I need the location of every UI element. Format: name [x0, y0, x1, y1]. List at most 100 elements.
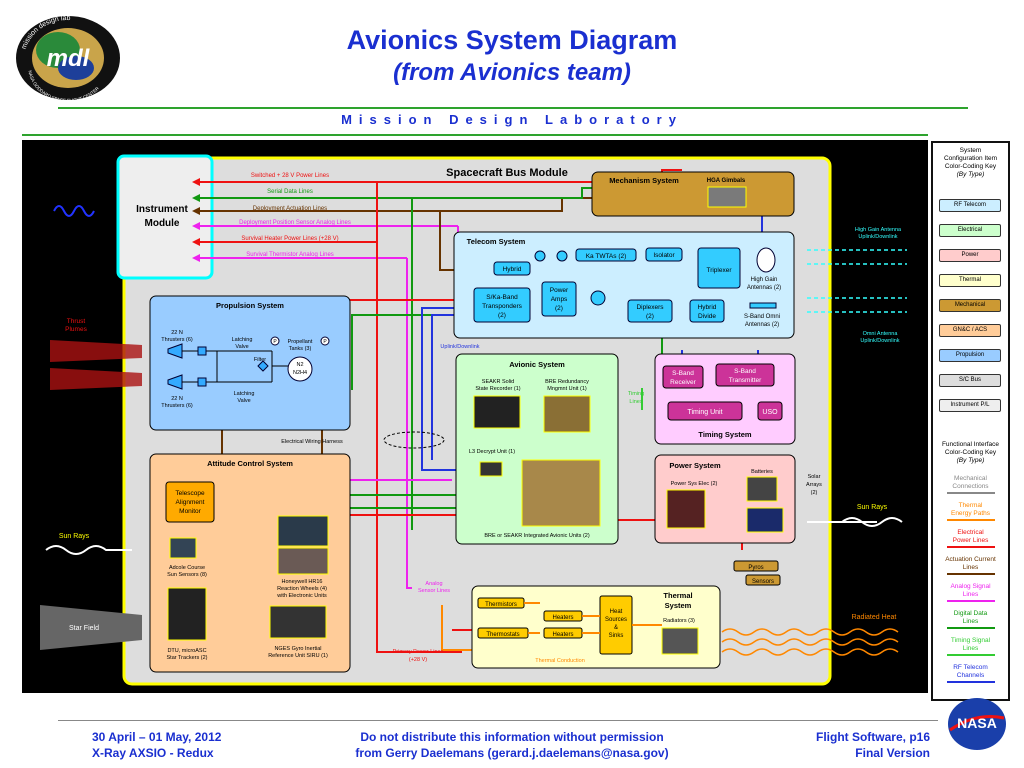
thermistors-label: Thermistors [485, 602, 517, 608]
legend-key-item: Electrical [939, 224, 1001, 237]
hybrid-divide-label-2: Divide [698, 313, 716, 320]
analog-label-2: Sensor Lines [418, 588, 450, 594]
p-label: P [273, 339, 277, 345]
footer-date: 30 April – 01 May, 2012 [92, 730, 222, 744]
solar-panel-photo [746, 507, 784, 533]
filter-label: Filter [254, 357, 266, 363]
wheels-label-2: Reaction Wheels (4) [277, 586, 327, 592]
thrusters-top-label-1: 22 N [171, 330, 183, 336]
dtu-label-1: DTU, microASC [167, 648, 206, 654]
sensors-box [745, 574, 781, 586]
batteries-photo [746, 476, 778, 502]
receiver-label-2: Receiver [670, 379, 696, 386]
legend-func-label: Digital Data [953, 610, 988, 617]
omni-label-1: S-Band Omni [744, 314, 780, 320]
filter-icon [257, 360, 269, 372]
solar-label-2: Arrays [806, 482, 822, 488]
harness-ellipse [383, 431, 445, 449]
triplexer-label: Triplexer [706, 267, 732, 274]
timing-unit-label: Timing Unit [687, 409, 722, 416]
receiver-label-1: S-Band [672, 370, 694, 377]
nges-label-1: NGES Gyro Inertial [274, 646, 321, 652]
isolator [645, 247, 683, 262]
telescope-label-1: Telescope [175, 490, 205, 497]
logo-mark: mdl [47, 45, 91, 72]
hybrid-divide [689, 299, 725, 323]
sensors-label: Sensors [752, 579, 774, 585]
power-elec-photo [666, 489, 706, 529]
pressure-transducer-icon [320, 336, 330, 346]
heaters1-label: Heaters [552, 615, 573, 621]
hga-gimbals-photo [707, 186, 747, 208]
radiator-photo [661, 627, 699, 655]
hga-gimbals-label: HGA Gimbals [707, 178, 746, 184]
latch-bottom-label-2: Valve [237, 398, 250, 404]
thermal-title-1: Thermal [663, 591, 692, 600]
telecom-title: Telecom System [467, 237, 526, 246]
transponders-label-3: (2) [498, 312, 506, 319]
transponders-label-2: Transponders [482, 303, 523, 310]
page-title: Avionics System Diagram [346, 25, 678, 55]
sources-label-1: Heat [610, 609, 623, 615]
reaction-wheel-photo-2 [277, 547, 329, 575]
footer-rule [58, 720, 938, 721]
star-field-icon [40, 605, 142, 650]
footer-notice-1: Do not distribute this information witho… [360, 730, 664, 744]
power-amps-label-3: (2) [555, 305, 563, 312]
legend-key-item: Mechanical [939, 299, 1001, 312]
legend-func-label: Thermal [958, 502, 983, 509]
sources-label-3: & [614, 625, 618, 631]
omni-link-label-1: Omni Antenna [863, 331, 899, 337]
thrust-label-1: Thrust [67, 318, 86, 325]
thrusters-top-label-2: Thrusters (6) [161, 337, 193, 343]
legend-key-item: GN&C / ACS [939, 324, 1001, 337]
legend-func-label: Energy Paths [950, 510, 991, 517]
legend-func-label: Lines [962, 591, 979, 598]
power-elec-label: Power Sys Elec (2) [671, 481, 718, 487]
adcole-label-2: Sun Sensors (8) [167, 572, 207, 578]
legend-func-label: Electrical [957, 529, 984, 536]
omni-antenna-icon [749, 302, 777, 309]
instrument-signal-wave [53, 205, 95, 217]
bus-line-2: Serial Data Lines [267, 189, 313, 195]
uso-label: USO [762, 409, 778, 416]
sun-rays-right-icon [807, 517, 903, 527]
hga-label-2: Antennas (2) [747, 285, 781, 291]
nasa-logo: NASA [948, 698, 1006, 750]
bus-line-1: Switched + 28 V Power Lines [251, 173, 329, 179]
sun-rays-left-icon [45, 545, 132, 555]
thruster-icon [167, 343, 183, 359]
tank-n2-label: N2 [296, 362, 303, 368]
uplink-label: Uplink/Downlink [440, 344, 479, 350]
transmitter-label-2: Transmitter [729, 377, 762, 384]
nasa-logo-text: NASA [957, 715, 997, 731]
ka-twtas-label: Ka TWTAs (2) [586, 253, 627, 260]
reaction-wheel-photo-1 [277, 515, 329, 547]
legend-func-title-2: Color-Coding Key [944, 449, 997, 456]
instrument-label-1: Instrument [136, 204, 188, 215]
integrated-avionic-label: BRE or SEAKR Integrated Avionic Units (2… [484, 533, 590, 539]
omni-label-2: Antennas (2) [745, 322, 779, 328]
star-field-label: Star Field [69, 625, 99, 632]
propulsion-title: Propulsion System [216, 301, 284, 310]
thermostats-label: Thermostats [486, 632, 519, 638]
footer-version: Final Version [855, 746, 930, 760]
seakr-recorder-photo [473, 395, 521, 429]
header-rule [58, 107, 968, 109]
thrust-plume-icon [50, 340, 142, 362]
timing-title: Timing System [698, 430, 752, 439]
harness-label: Electrical Wiring Harness [281, 439, 343, 445]
legend-func-label: Connections [952, 483, 989, 490]
pyros-box [733, 560, 779, 572]
thruster-icon [167, 374, 183, 390]
hga-label-1: High Gain [751, 277, 778, 283]
bre-unit-photo [543, 395, 591, 433]
avionic-title: Avionic System [509, 360, 565, 369]
uso [757, 401, 783, 421]
legend-system-title-2: Configuration Item [943, 155, 998, 162]
diplexers-label-2: (2) [646, 313, 654, 320]
